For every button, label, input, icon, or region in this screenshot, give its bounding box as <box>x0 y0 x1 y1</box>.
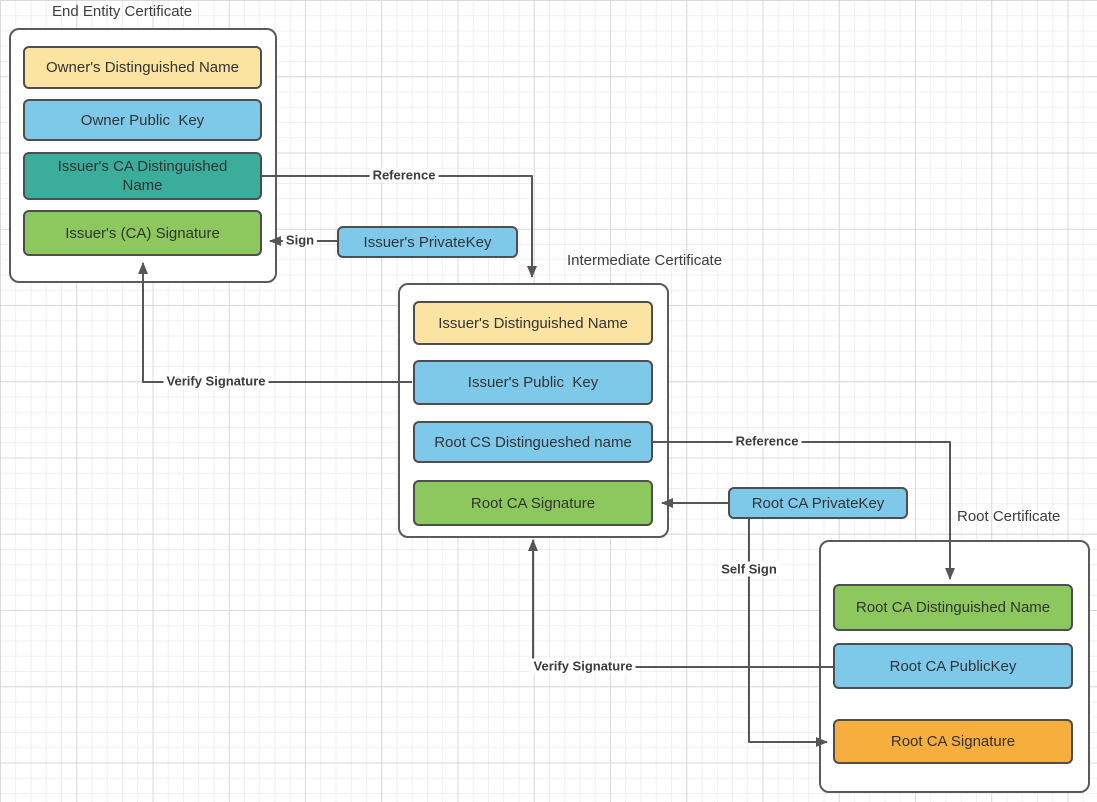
field-issuers-public-key: Issuer's Public Key <box>413 360 653 405</box>
end-entity-certificate-title: End Entity Certificate <box>52 3 193 20</box>
self-sign-arrow <box>748 519 828 747</box>
intermediate-certificate-title: Intermediate Certificate <box>567 252 723 269</box>
field-root-ca-signature-root: Root CA Signature <box>833 719 1073 764</box>
field-owners-distinguished-name: Owner's Distinguished Name <box>23 46 262 89</box>
issuers-private-key-box: Issuer's PrivateKey <box>337 226 518 258</box>
edge-label-reference-1: Reference <box>369 167 439 183</box>
root-ca-private-key-box: Root CA PrivateKey <box>728 487 908 519</box>
verify-signature-arrow-2 <box>528 539 833 668</box>
field-root-cs-distingueshed-name: Root CS Distingueshed name <box>413 421 653 463</box>
edge-label-verify-signature-2: Verify Signature <box>530 658 636 674</box>
edge-label-reference-2: Reference <box>732 433 802 449</box>
field-root-ca-distinguished-name: Root CA Distinguished Name <box>833 584 1073 631</box>
field-root-ca-signature-intermediate: Root CA Signature <box>413 480 653 526</box>
edge-label-self-sign: Self Sign <box>718 561 780 577</box>
root-certificate-title: Root Certificate <box>957 508 1061 525</box>
edge-label-sign: Sign <box>282 232 318 248</box>
field-issuers-ca-signature: Issuer's (CA) Signature <box>23 210 262 256</box>
edge-label-verify-signature-1: Verify Signature <box>163 373 269 389</box>
field-owner-public-key: Owner Public Key <box>23 99 262 141</box>
field-root-ca-publickey: Root CA PublicKey <box>833 643 1073 689</box>
field-issuers-ca-distinguished-name: Issuer's CA Distinguished Name <box>23 152 262 200</box>
field-issuers-distinguished-name: Issuer's Distinguished Name <box>413 301 653 345</box>
